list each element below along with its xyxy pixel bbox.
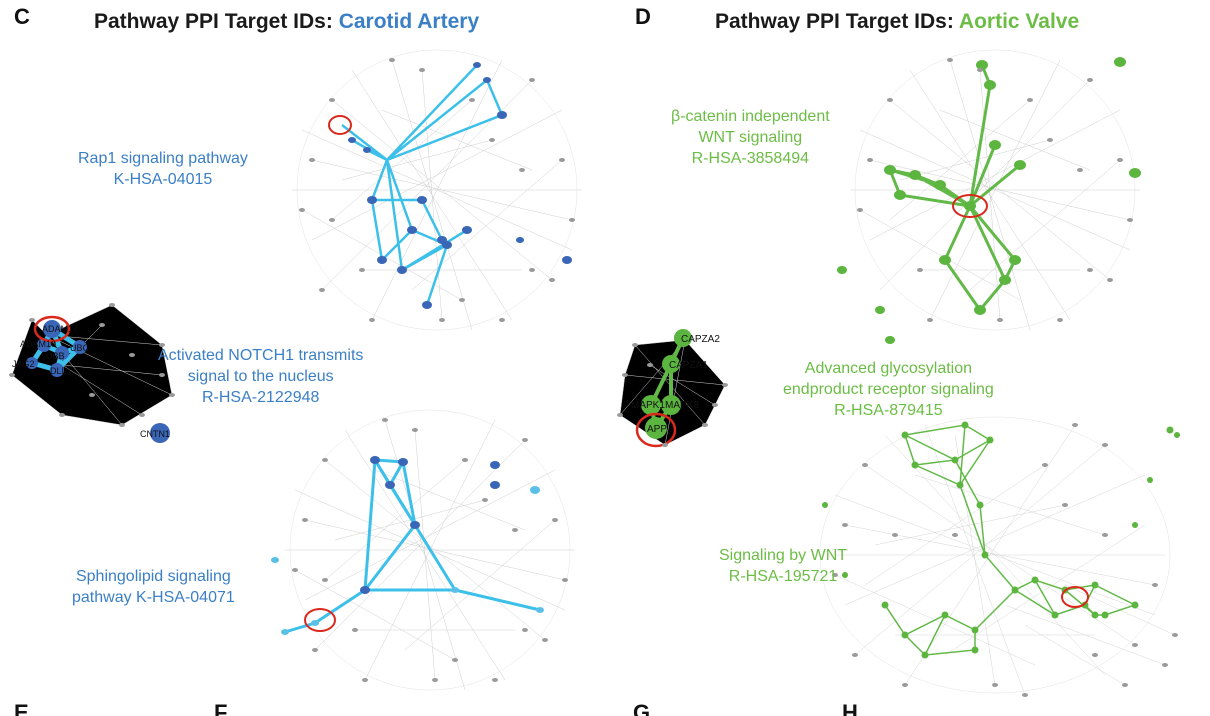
highlight-circle	[1061, 586, 1089, 608]
highlight-circle	[635, 412, 677, 448]
rap1-label: Rap1 signaling pathway K-HSA-04015	[78, 150, 248, 188]
panel-letter-e: E	[14, 700, 29, 716]
node-mapk3: MAPK3	[665, 400, 699, 411]
node-adam17: ADAM17	[42, 324, 78, 334]
age-label: Advanced glycosylation endproduct recept…	[783, 360, 994, 419]
wnt-beta-label: β-catenin independent WNT signaling R-HS…	[671, 108, 830, 167]
node-capza1: CAPZA1	[669, 360, 708, 371]
node-ubb: UBB	[46, 351, 65, 361]
rap1-network	[292, 49, 582, 331]
node-mapk1: MAPK1	[631, 400, 665, 411]
age-node-labels: CAPZA2 CAPZA1 MAPK1 MAPK3 APP	[631, 334, 720, 435]
panel-letter-h: H	[842, 700, 858, 716]
node-ubc: UBC	[70, 343, 90, 353]
pathway-nodes	[641, 329, 692, 439]
panel-letter-c: C	[14, 4, 30, 29]
panel-letter-d: D	[635, 4, 651, 29]
panel-c: C Pathway PPI Target IDs: Carotid Artery	[9, 4, 582, 691]
next-panels-strip: E F G H	[0, 700, 1210, 716]
node-app: APP	[647, 424, 667, 435]
pathway-nodes	[348, 62, 572, 309]
panel-title-d: Pathway PPI Target IDs: Aortic Valve	[715, 10, 1079, 34]
sphingolipid-label: Sphingolipid signaling pathway K-HSA-040…	[72, 568, 235, 606]
pathway-nodes	[822, 421, 1180, 659]
notch-node-labels: ADAM17 ADAM10 UBB UBC JAG2 DLL1 CNTN1	[12, 324, 170, 439]
highlight-circle	[952, 194, 988, 218]
panel-letter-g: G	[633, 700, 651, 716]
background-nodes	[9, 303, 175, 427]
pathway-edges	[284, 455, 541, 634]
highlight-circle	[304, 608, 336, 632]
panel-title-tissue: Carotid Artery	[338, 10, 480, 33]
highlight-circle	[328, 115, 352, 135]
wnt-network	[819, 416, 1180, 697]
panel-title-prefix: Pathway PPI Target IDs:	[94, 10, 333, 33]
sphingolipid-network	[271, 409, 575, 691]
panel-d: D Pathway PPI Target IDs: Aortic Valve	[605, 0, 1210, 716]
node-capza2: CAPZA2	[681, 334, 720, 345]
highlight-circle	[33, 315, 71, 343]
node-adam10: ADAM10	[20, 339, 56, 349]
notch-label: Activated NOTCH1 transmits signal to the…	[158, 347, 364, 406]
pathway-edges	[341, 64, 504, 306]
node-dll1: DLL1	[50, 366, 72, 376]
panel-title-tissue: Aortic Valve	[958, 10, 1080, 33]
background-edges	[850, 49, 1140, 331]
panel-title-c: Pathway PPI Target IDs: Carotid Artery	[94, 10, 479, 34]
background-nodes	[299, 58, 575, 322]
pathway-nodes	[837, 57, 1141, 344]
pathway-edges	[887, 64, 1021, 313]
notch-network: ADAM17 ADAM10 UBB UBC JAG2 DLL1 CNTN1	[9, 303, 175, 443]
panel-letter-f: F	[214, 700, 228, 716]
background-nodes	[857, 58, 1133, 322]
background-edges	[819, 416, 1176, 696]
node-cntn1: CNTN1	[140, 429, 170, 439]
wnt-label: Signaling by WNT R-HSA-195721	[719, 547, 848, 585]
background-edges	[292, 49, 582, 331]
age-network: CAPZA2 CAPZA1 MAPK1 MAPK3 APP	[617, 329, 728, 448]
node-jag2: JAG2	[12, 359, 35, 369]
background-nodes	[292, 418, 568, 682]
panel-title-prefix: Pathway PPI Target IDs:	[715, 10, 954, 33]
background-nodes	[617, 343, 728, 447]
pathway-nodes	[271, 456, 544, 635]
wnt-beta-network	[837, 49, 1141, 344]
background-nodes	[832, 423, 1178, 697]
